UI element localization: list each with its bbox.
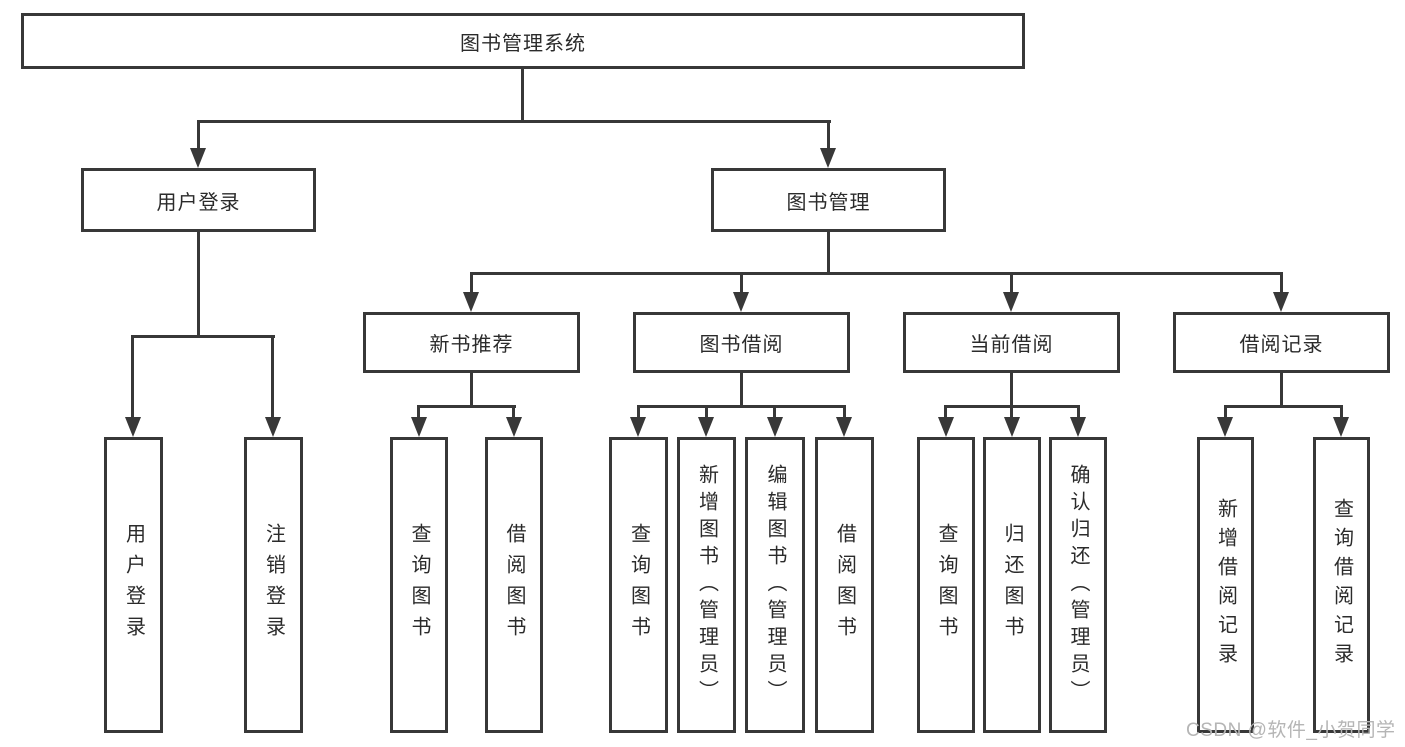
node-borrow-books: 借阅图书 [485,437,543,733]
arrow-down-icon [1333,417,1349,437]
node-query-books: 查询图书 [917,437,975,733]
node-label: 确认归还（管理员） [1067,463,1089,707]
connector-line [1010,272,1013,294]
arrow-down-icon [1003,292,1019,312]
node-label: 图书管理 [786,191,871,214]
connector-line [417,405,420,419]
connector-line [1280,373,1283,408]
arrow-down-icon [1004,417,1020,437]
node-label: 归还图书 [1001,523,1023,647]
node-add-book-admin: 新增图书（管理员） [677,437,736,733]
connector-line [271,335,274,419]
connector-line [827,232,830,275]
node-label: 借阅图书 [833,523,856,647]
connector-line [740,373,743,408]
node-label: 查询图书 [627,523,650,647]
connector-line [1010,405,1013,419]
connector-line [470,272,473,294]
connector-line [1280,272,1283,294]
connector-line [1010,373,1013,408]
arrow-down-icon [1273,292,1289,312]
connector-line [1224,405,1343,408]
connector-line [512,405,515,419]
connector-line [637,405,846,408]
node-new-book-recommend: 新书推荐 [363,312,580,373]
node-label: 查询图书 [408,523,430,647]
arrow-down-icon [125,417,141,437]
connector-line [417,405,516,408]
node-label: 用户登录 [156,191,241,214]
node-label: 用户登录 [122,523,145,647]
connector-line [470,272,1283,275]
node-library-management-system: 图书管理系统 [21,13,1025,69]
node-label: 当前借阅 [969,334,1054,356]
node-user-login-branch: 用户登录 [81,168,316,232]
arrow-down-icon [190,148,206,168]
arrow-down-icon [820,148,836,168]
node-label: 借阅图书 [503,523,525,647]
node-label: 查询图书 [935,523,957,647]
arrow-down-icon [411,417,427,437]
node-label: 编辑图书（管理员） [764,463,786,707]
node-borrowing-records: 借阅记录 [1173,312,1390,373]
node-query-borrow-record: 查询借阅记录 [1313,437,1370,733]
node-book-management-branch: 图书管理 [711,168,946,232]
arrow-down-icon [733,292,749,312]
connector-line [521,69,524,123]
node-label: 查询借阅记录 [1330,498,1353,672]
connector-line [131,335,275,338]
arrow-down-icon [836,417,852,437]
node-label: 图书借阅 [699,334,784,356]
node-logout: 注销登录 [244,437,303,733]
connector-line [131,335,134,419]
node-label: 借阅记录 [1239,334,1324,356]
arrow-down-icon [767,417,783,437]
node-query-books: 查询图书 [609,437,668,733]
node-book-borrowing: 图书借阅 [633,312,850,373]
connector-line [740,272,743,294]
arrow-down-icon [506,417,522,437]
arrow-down-icon [698,417,714,437]
arrow-down-icon [265,417,281,437]
connector-line [637,405,640,419]
node-query-books: 查询图书 [390,437,448,733]
node-label: 新书推荐 [429,334,514,356]
connector-line [470,373,473,408]
arrow-down-icon [463,292,479,312]
node-return-books: 归还图书 [983,437,1041,733]
csdn-watermark: CSDN @软件_小贺同学 [1186,720,1396,741]
connector-line [197,120,831,123]
arrow-down-icon [1217,417,1233,437]
connector-line [1077,405,1080,419]
arrow-down-icon [938,417,954,437]
node-label: 注销登录 [262,523,285,647]
connector-line [197,120,200,150]
node-label: 图书管理系统 [460,32,586,55]
arrow-down-icon [630,417,646,437]
connector-line [944,405,947,419]
connector-line [773,405,776,419]
node-confirm-return-admin: 确认归还（管理员） [1049,437,1107,733]
node-borrow-books: 借阅图书 [815,437,874,733]
connector-line [1340,405,1343,419]
connector-line [1224,405,1227,419]
node-user-login: 用户登录 [104,437,163,733]
node-current-borrowing: 当前借阅 [903,312,1120,373]
connector-line [827,120,830,150]
node-label: 新增借阅记录 [1214,498,1237,672]
connector-line [705,405,708,419]
node-edit-book-admin: 编辑图书（管理员） [745,437,805,733]
connector-line [197,232,200,338]
arrow-down-icon [1070,417,1086,437]
node-label: 新增图书（管理员） [695,463,718,707]
node-add-borrow-record: 新增借阅记录 [1197,437,1254,733]
connector-line [843,405,846,419]
